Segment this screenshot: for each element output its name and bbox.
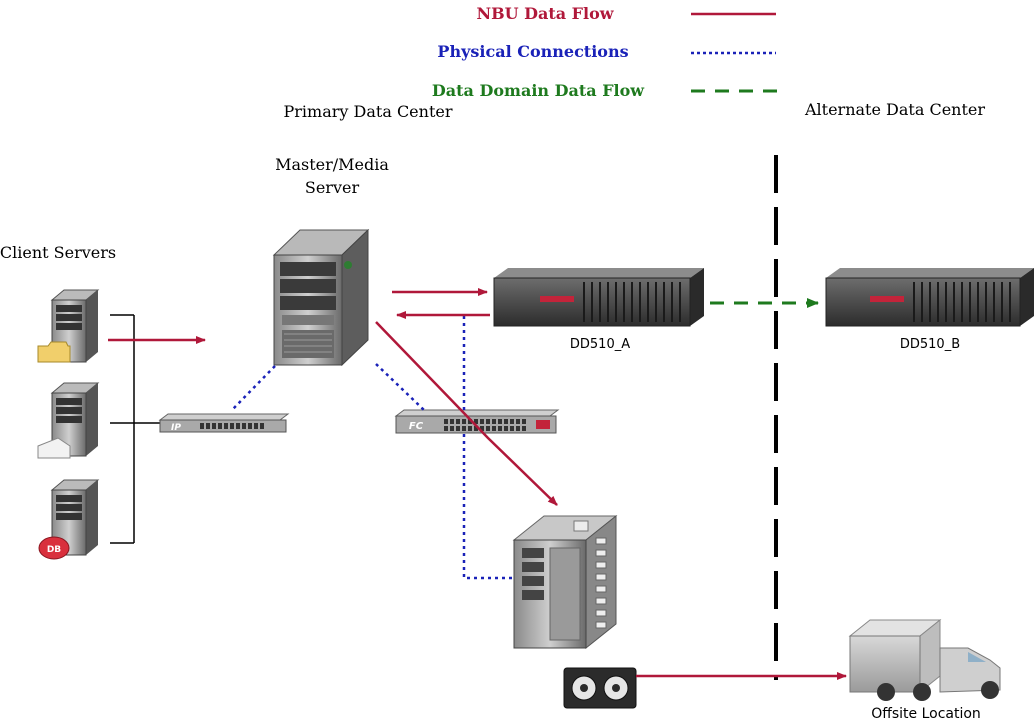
offsite-location-label: Offsite Location xyxy=(871,706,981,722)
envelope-icon xyxy=(37,437,71,459)
client-server-database-icon: DB xyxy=(38,479,100,560)
master-server-label-line2: Server xyxy=(305,178,360,197)
ip-switch-label: IP xyxy=(171,423,181,433)
client-server-file-icon xyxy=(37,289,100,363)
db-badge-label: DB xyxy=(47,545,61,555)
tape-library-icon xyxy=(512,514,618,650)
tape-cartridge-icon xyxy=(563,667,637,709)
legend-nbu-label: NBU Data Flow xyxy=(476,4,614,23)
alternate-site-label: Alternate Data Center xyxy=(804,100,985,119)
dd510-b-appliance-icon xyxy=(825,268,1034,327)
ip-switch-icon: IP xyxy=(158,413,290,433)
physical-link-master-fc xyxy=(375,363,425,411)
master-server-label-line1: Master/Media xyxy=(275,155,389,174)
delivery-truck-icon xyxy=(848,618,1001,701)
physical-link-master-ip xyxy=(231,365,276,411)
fc-switch-icon: FC xyxy=(394,409,560,434)
fc-switch-label: FC xyxy=(409,421,424,432)
legend-datadomain-label: Data Domain Data Flow xyxy=(432,81,645,100)
physical-connections xyxy=(231,316,514,580)
dd510-a-appliance-icon xyxy=(493,268,704,327)
primary-site-label: Primary Data Center xyxy=(284,102,453,121)
folder-icon xyxy=(37,341,71,363)
nbu-data-flow xyxy=(108,288,847,680)
client-bus-bracket xyxy=(110,314,160,544)
dd510-a-label: DD510_A xyxy=(570,337,630,352)
physical-link-fc-library xyxy=(462,434,514,580)
dd510-b-label: DD510_B xyxy=(900,337,960,352)
legend-physical-label: Physical Connections xyxy=(437,42,628,61)
nbu-flow-master-to-library xyxy=(375,321,558,506)
client-server-mail-icon xyxy=(37,382,100,459)
master-server-icon xyxy=(272,228,370,367)
database-icon: DB xyxy=(38,536,70,560)
client-servers-label: Client Servers xyxy=(0,243,116,262)
